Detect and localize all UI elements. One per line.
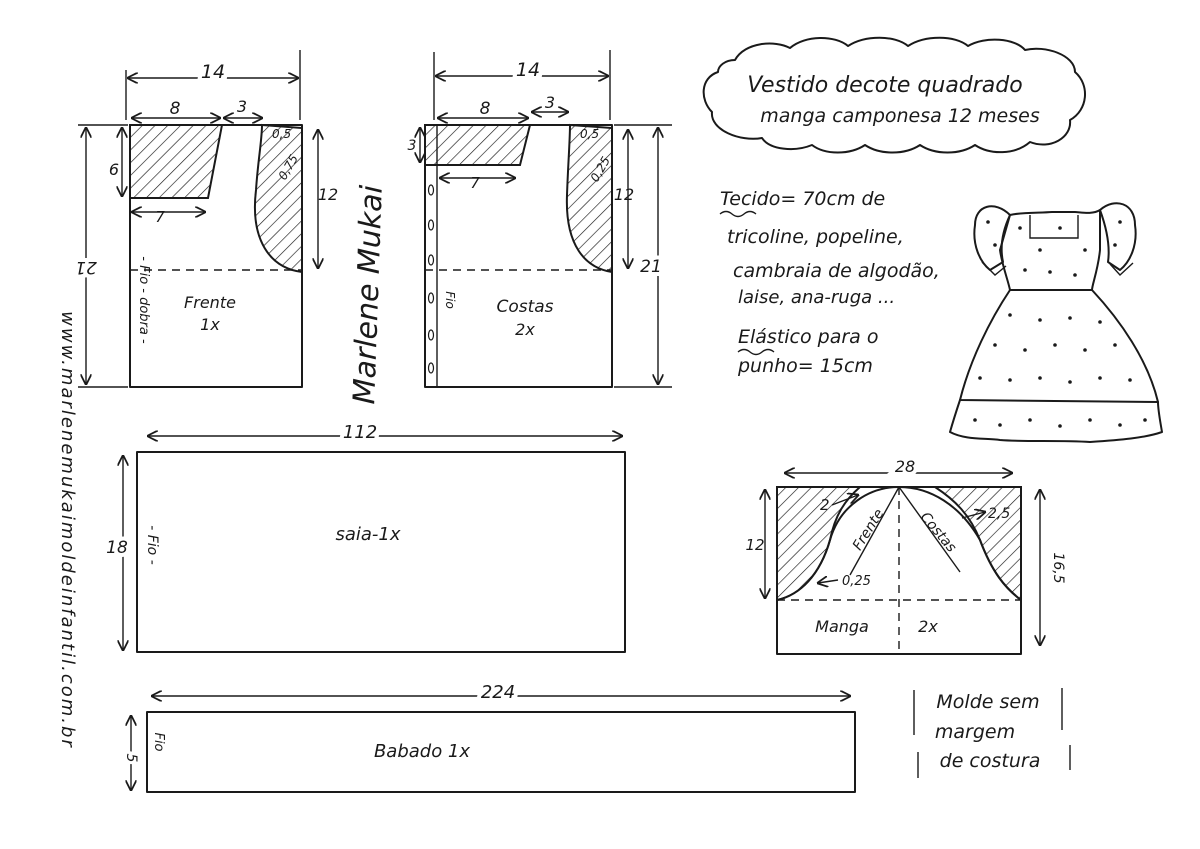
back-neck-width-label: 8 — [480, 99, 491, 119]
back-lower-neck-label: 7 — [470, 174, 480, 192]
signature: Marlene Mukai — [347, 184, 390, 405]
note-line2: margem — [935, 721, 1015, 743]
back-shoulder-drop-label: 0,5 — [580, 127, 599, 141]
title-cloud: Vestido decote quadrado manga camponesa … — [702, 36, 1087, 154]
front-length-label: 21 — [75, 257, 97, 277]
title-line1: Vestido decote quadrado — [747, 73, 1022, 98]
front-shoulder-drop-label: 0,5 — [272, 127, 291, 141]
sleeve-curve-depth-label: 0,25 — [842, 574, 871, 589]
back-name-label: Costas — [496, 297, 553, 317]
ruffle-name-label: Babado 1x — [374, 741, 470, 762]
fabric-line4: laise, ana-ruga ... — [738, 287, 895, 308]
dress-skirt — [959, 289, 1159, 403]
sleeve-width-label: 28 — [895, 457, 915, 476]
back-grain-label: Fio — [443, 291, 457, 309]
note-line1: Molde sem — [936, 691, 1039, 713]
skirt-height-label: 18 — [106, 538, 128, 558]
sleeve-side-height-label: 16,5 — [1050, 552, 1066, 583]
title-line2: manga camponesa 12 meses — [760, 105, 1040, 127]
front-shoulder-label: 3 — [237, 97, 247, 116]
ruffle-piece: 224 5 Fio Babado 1x — [120, 678, 856, 793]
website-url: www.marlenemukaimoldeinfantil.com.br — [57, 311, 78, 749]
note-line3: de costura — [940, 750, 1041, 772]
sleeve-name-label: Manga — [815, 617, 869, 636]
dress-right-sleeve — [1099, 202, 1137, 271]
front-neck-depth-label: 6 — [109, 160, 119, 179]
back-width-label: 14 — [516, 59, 540, 81]
title-cloud-outline — [702, 36, 1087, 154]
skirt-name-label: saia-1x — [335, 524, 400, 545]
dress-ruffle — [949, 399, 1163, 443]
fabric-line6: punho= 15cm — [737, 355, 873, 377]
sleeve-offset-right-label: 2,5 — [988, 506, 1010, 522]
ruffle-grain-label: Fio — [151, 732, 166, 751]
dress-bodice — [999, 209, 1101, 291]
front-name-label: Frente — [184, 293, 236, 312]
sleeve-front-label: Frente — [850, 506, 888, 553]
fabric-line1: Tecido= 70cm de — [720, 188, 885, 210]
back-armhole-depth-label: 12 — [614, 185, 634, 204]
ruffle-outline — [146, 711, 856, 793]
skirt-width-label: 112 — [343, 422, 377, 443]
back-button-marks — [427, 184, 435, 374]
front-qty-label: 1x — [200, 315, 220, 334]
skirt-piece: 112 18 - Fio - saia-1x — [102, 418, 626, 653]
sleeve-offset-left-label: 2 — [820, 496, 830, 514]
front-armhole-depth-label: 12 — [318, 185, 338, 204]
back-neck-depth-label: 3 — [408, 138, 417, 154]
sleeve-cap-height-label: 12 — [745, 536, 764, 554]
front-neck-width-label: 8 — [170, 99, 181, 119]
front-width-label: 14 — [201, 61, 225, 83]
seam-allowance-note: Molde sem margem de costura — [913, 688, 1071, 778]
sleeve-back-label: Costas — [917, 509, 959, 555]
fabric-line5: Elástico para o — [738, 326, 879, 348]
fabric-line2: tricoline, popeline, — [727, 226, 904, 248]
back-bodice-piece: 14 8 3 0,5 0,25 3 7 12 21 Fio Costas 2x — [408, 50, 672, 388]
dress-illustration — [949, 202, 1163, 443]
skirt-grain-label: - Fio - — [144, 525, 160, 565]
dress-left-sleeve — [973, 205, 1011, 271]
back-shoulder-label: 3 — [545, 93, 555, 112]
back-length-label: 21 — [640, 257, 662, 277]
sleeve-piece: 28 12 16,5 2 2,5 0,25 Frente Costas Mang… — [745, 453, 1066, 655]
back-neckline-hatch — [424, 124, 532, 166]
back-qty-label: 2x — [515, 320, 535, 339]
ruffle-width-label: 224 — [481, 682, 515, 703]
fabric-notes: Tecido= 70cm de tricoline, popeline, cam… — [719, 188, 940, 377]
front-grain-label: - Fio - dobra - — [136, 256, 151, 344]
front-armhole-hatch — [253, 123, 303, 274]
fabric-line3: cambraia de algodão, — [733, 260, 940, 282]
ruffle-height-label: 5 — [123, 754, 139, 763]
back-armhole-hatch — [565, 123, 613, 274]
dress-polka-dots — [973, 220, 1147, 428]
front-neckline-hatch — [129, 124, 224, 199]
sleeve-qty-label: 2x — [918, 617, 938, 636]
front-bodice-piece: 14 8 3 0,5 0,75 6 7 12 21 - Fio - dobra … — [71, 50, 338, 388]
front-lower-neck-label: 7 — [155, 208, 165, 226]
skirt-outline — [136, 451, 626, 653]
